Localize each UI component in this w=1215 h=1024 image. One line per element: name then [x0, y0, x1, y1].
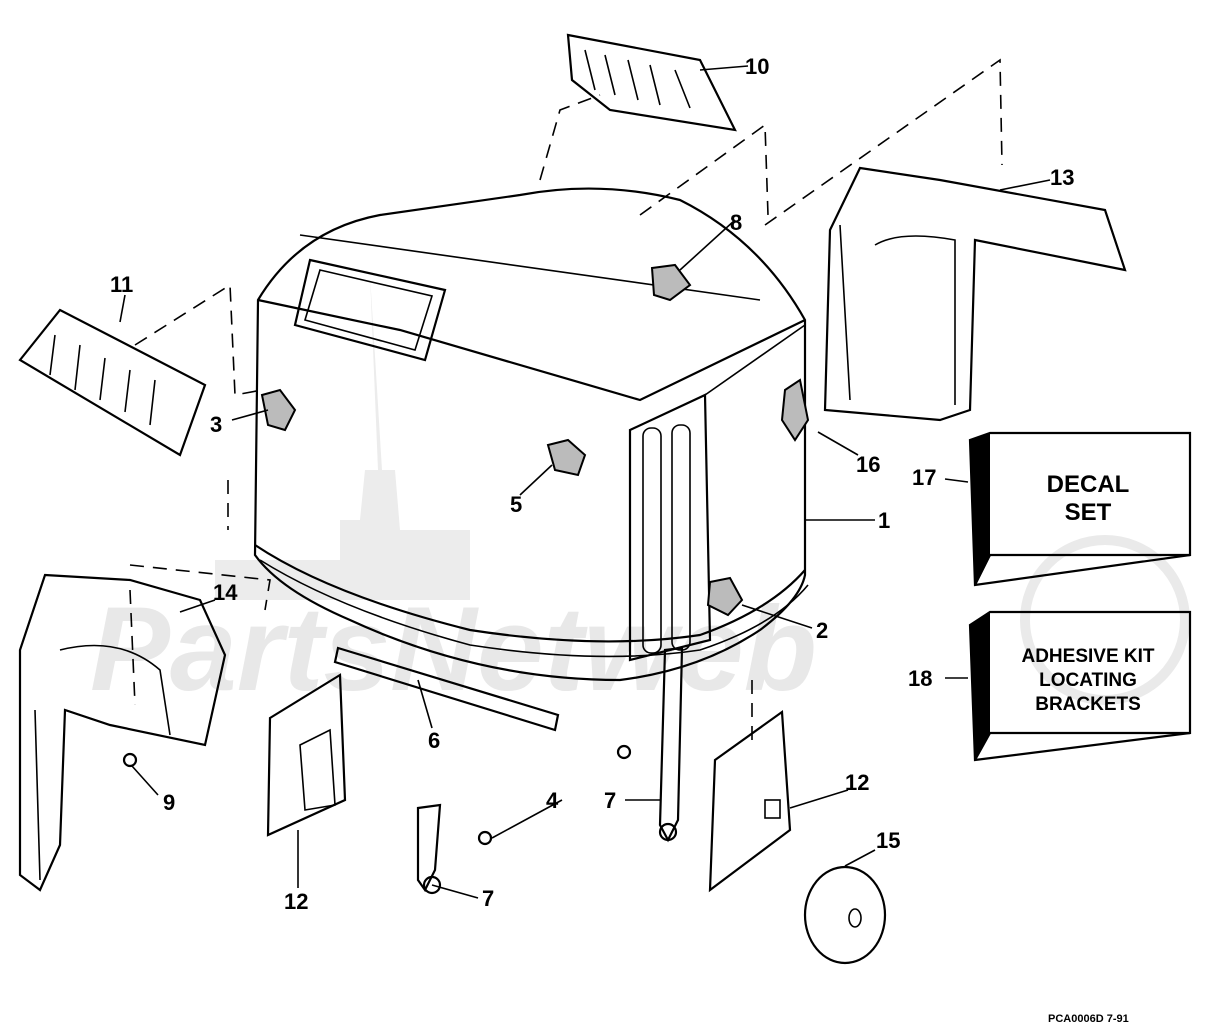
adhesive-kit-line-2: LOCATING — [1039, 670, 1137, 691]
engine-cover-cowl — [253, 187, 809, 682]
callout-4: 4 — [546, 788, 559, 813]
callout-18: 18 — [908, 666, 932, 691]
callout-1: 1 — [878, 508, 890, 533]
decal-set-box: DECAL SET — [968, 431, 1192, 587]
callout-6: 6 — [428, 728, 440, 753]
callout-7a: 7 — [482, 886, 494, 911]
side-plates — [266, 673, 792, 893]
alignment-lines — [129, 58, 1003, 740]
callout-12a: 12 — [284, 889, 308, 914]
left-side-panel — [18, 573, 227, 892]
brackets-and-screws — [122, 646, 684, 895]
callout-14: 14 — [213, 580, 238, 605]
top-air-vent — [566, 33, 737, 132]
adhesive-kit-line-3: BRACKETS — [1035, 694, 1141, 715]
callout-13: 13 — [1050, 165, 1074, 190]
side-air-vent — [18, 308, 207, 457]
callout-16: 16 — [856, 452, 880, 477]
callout-10: 10 — [745, 54, 769, 79]
decal-set-line-1: DECAL — [1047, 471, 1130, 498]
adhesive-kit-box: ADHESIVE KIT LOCATING BRACKETS — [968, 610, 1192, 762]
callout-8: 8 — [730, 210, 742, 235]
adhesive-roll — [803, 865, 887, 965]
callout-3: 3 — [210, 412, 222, 437]
callout-12b: 12 — [845, 770, 869, 795]
callout-11: 11 — [110, 272, 133, 297]
leader-lines — [119, 65, 1051, 899]
watermark: PartsNetweb — [90, 275, 1190, 716]
trim-strip — [333, 646, 560, 732]
callout-9: 9 — [163, 790, 175, 815]
adhesive-pads — [260, 263, 810, 617]
callout-5: 5 — [510, 492, 522, 517]
decal-set-line-2: SET — [1065, 499, 1112, 526]
right-side-panel — [823, 166, 1127, 422]
adhesive-kit-line-1: ADHESIVE KIT — [1021, 646, 1154, 667]
callout-7b: 7 — [604, 788, 616, 813]
callout-15: 15 — [876, 828, 900, 853]
callout-17: 17 — [912, 465, 936, 490]
watermark-text: PartsNetweb — [90, 582, 817, 716]
callout-2: 2 — [816, 618, 828, 643]
footer-code: PCA0006D 7-91 — [1048, 1013, 1129, 1024]
callout-labels: 1 2 3 4 5 6 7 7 8 9 10 11 12 12 13 14 15… — [110, 54, 1074, 914]
